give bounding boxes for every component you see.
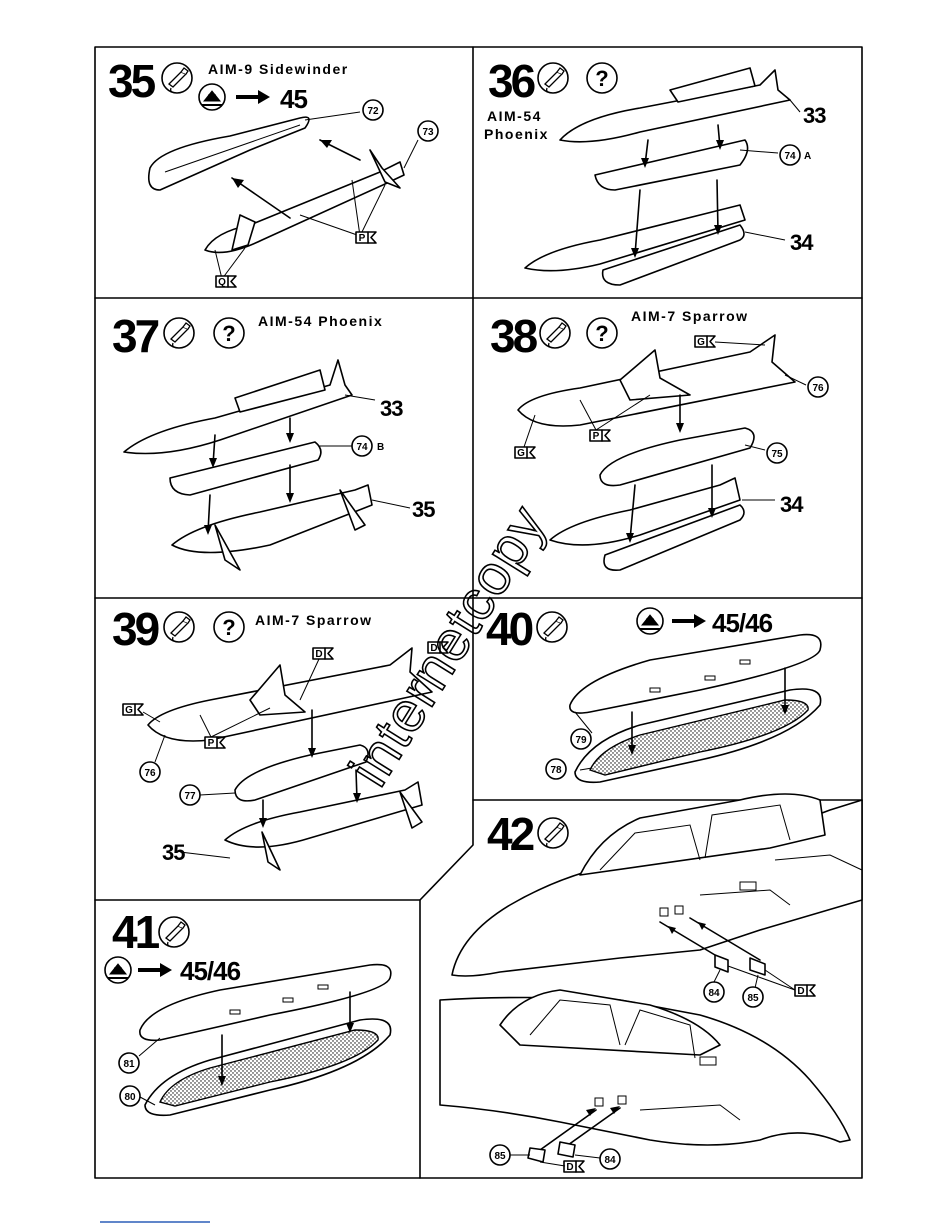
step-41: 41 45/46 81 80 [105, 906, 391, 1115]
flag-g-top: G [697, 337, 705, 348]
flag-p: P [593, 431, 600, 442]
step-39-ref-35: 35 [162, 840, 185, 865]
question-icon [214, 612, 244, 642]
part-74a: 74 [784, 151, 796, 162]
part-77: 77 [184, 791, 196, 802]
part-85-bottom: 85 [494, 1151, 506, 1162]
step-37-title: AIM-54 Phoenix [258, 313, 383, 329]
arrow-icon [138, 963, 172, 977]
step-40-ref: 45/46 [712, 608, 773, 638]
part-72: 72 [367, 106, 379, 117]
part-85-top: 85 [747, 993, 759, 1004]
step-38-ref-34: 34 [780, 492, 804, 517]
step-36-ref-34: 34 [790, 230, 814, 255]
step-41-number: 41 [112, 906, 160, 958]
glue-tube-icon [162, 63, 192, 93]
step-39-number: 39 [112, 603, 159, 655]
step-36-number: 36 [488, 55, 535, 107]
step-42: 42 84 85 D [440, 794, 862, 1173]
step-42-number: 42 [487, 808, 534, 860]
step-35: 35 AIM-9 Sidewinder 45 72 73 P Q [108, 55, 438, 288]
part-73: 73 [422, 127, 434, 138]
flag-d-left: D [315, 649, 322, 660]
step-37-ref-33: 33 [380, 396, 403, 421]
paint-icon [199, 84, 225, 110]
step-36-title-2: Phoenix [484, 126, 549, 142]
step-37: 37 AIM-54 Phoenix 33 74 B 35 [112, 310, 435, 570]
step-35-number: 35 [108, 55, 156, 107]
flag-g: G [125, 705, 133, 716]
part-78: 78 [550, 765, 562, 776]
arrow-icon [672, 614, 706, 628]
paint-icon [637, 608, 663, 634]
part-75: 75 [771, 449, 783, 460]
part-74b: 74 [356, 442, 368, 453]
flag-q: Q [218, 277, 226, 288]
glue-tube-icon [540, 318, 570, 348]
glue-tube-icon [538, 818, 568, 848]
glue-tube-icon [164, 318, 194, 348]
step-37-number: 37 [112, 310, 159, 362]
step-39-title: AIM-7 Sparrow [255, 612, 373, 628]
flag-p: P [359, 233, 366, 244]
part-80: 80 [124, 1092, 136, 1103]
glue-tube-icon [537, 612, 567, 642]
step-36-ref-33: 33 [803, 103, 826, 128]
flag-g-bottom: G [517, 448, 525, 459]
question-icon [214, 318, 244, 348]
glue-tube-icon [538, 63, 568, 93]
question-icon [587, 318, 617, 348]
part-74-suffix: A [804, 151, 811, 162]
flag-d-top: D [797, 986, 804, 997]
part-84-top: 84 [708, 988, 720, 999]
step-35-title: AIM-9 Sidewinder [208, 61, 349, 77]
step-36-title-1: AIM-54 [487, 108, 542, 124]
step-38-title: AIM-7 Sparrow [631, 308, 749, 324]
step-38-number: 38 [490, 310, 538, 362]
glue-tube-icon [164, 612, 194, 642]
glue-tube-icon [159, 917, 189, 947]
question-icon [587, 63, 617, 93]
flag-p: P [208, 738, 215, 749]
part-74b-suffix: B [377, 442, 384, 453]
part-76: 76 [812, 383, 824, 394]
paint-icon [105, 957, 131, 983]
part-79: 79 [575, 735, 587, 746]
step-40: 40 45/46 79 78 [486, 603, 821, 782]
step-37-ref-35: 35 [412, 497, 435, 522]
step-36: 36 AIM-54 Phoenix 33 74 A 34 [484, 55, 826, 285]
arrow-icon [236, 90, 270, 104]
part-81: 81 [123, 1059, 135, 1070]
part-84-bottom: 84 [604, 1155, 616, 1166]
part-76: 76 [144, 768, 156, 779]
flag-d-bottom: D [566, 1162, 573, 1173]
step-41-ref: 45/46 [180, 956, 241, 986]
step-35-ref: 45 [280, 84, 307, 114]
